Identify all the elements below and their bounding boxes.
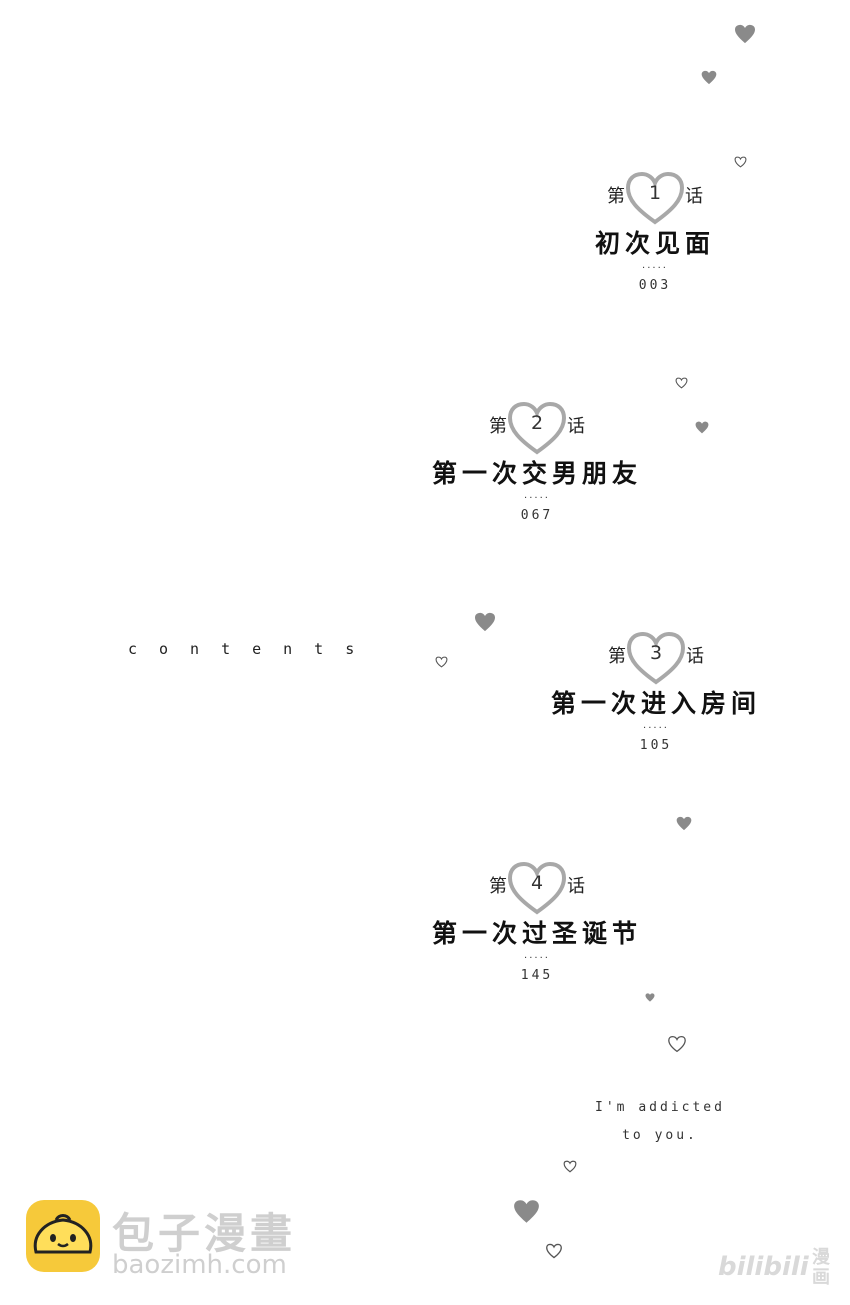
heart-outline-icon (734, 156, 747, 168)
tagline-line-1: I'm addicted (595, 1100, 725, 1115)
chapter-number: 2 (530, 412, 544, 434)
chapter-prefix: 第 (489, 876, 507, 897)
heart-icon (701, 70, 717, 85)
chapter-suffix: 话 (567, 876, 585, 897)
chapter-title: 第一次进入房间 (550, 689, 761, 718)
baozi-logo-icon (26, 1200, 100, 1272)
chapter-prefix: 第 (608, 646, 626, 667)
heart-icon (676, 816, 692, 831)
chapter-page-number: 145 (520, 968, 554, 983)
chapter-number: 4 (530, 872, 544, 894)
bilibili-manhua-label: 漫画 (812, 1247, 830, 1288)
chapter-entry-4[interactable]: 第 4 话 第一次过圣诞节 ····· 145 (387, 860, 687, 983)
chapter-heading: 第 3 话 (506, 630, 806, 686)
heart-icon (514, 1200, 539, 1223)
chapter-title: 第一次交男朋友 (431, 459, 642, 488)
chapter-heading: 第 2 话 (387, 400, 687, 456)
chapter-number: 1 (648, 182, 662, 204)
chapter-entry-3[interactable]: 第 3 话 第一次进入房间 ····· 105 (506, 630, 806, 753)
heart-outline-icon (435, 656, 448, 668)
chapter-dots: ····· (524, 493, 550, 504)
chapter-title: 初次见面 (594, 229, 715, 258)
watermark-site-name: 包子漫畫 (112, 1209, 297, 1258)
chapter-page-number: 003 (638, 278, 672, 293)
chapter-suffix: 话 (686, 646, 704, 667)
chapter-heading: 第 1 话 (505, 170, 805, 226)
chapter-title: 第一次过圣诞节 (431, 919, 642, 948)
chapter-suffix: 话 (567, 416, 585, 437)
chapter-dots: ····· (642, 263, 668, 274)
watermark-site-url: baozimh.com (112, 1250, 287, 1280)
bun-face-icon (33, 1214, 93, 1254)
chapter-prefix: 第 (607, 186, 625, 207)
heart-outline-icon (546, 1243, 562, 1259)
chapter-number: 3 (649, 642, 663, 664)
heart-outline-icon (675, 377, 688, 389)
contents-label: contents (128, 640, 377, 658)
chapter-page-number: 067 (520, 508, 554, 523)
chapter-dots: ····· (643, 723, 669, 734)
bilibili-logo: bilibili (718, 1252, 809, 1282)
chapter-entry-2[interactable]: 第 2 话 第一次交男朋友 ····· 067 (387, 400, 687, 523)
heart-icon (735, 24, 755, 44)
heart-outline-icon (563, 1160, 577, 1173)
heart-icon (475, 612, 495, 632)
chapter-heart-icon (507, 401, 567, 455)
chapter-heart-icon (507, 861, 567, 915)
chapter-heading: 第 4 话 (387, 860, 687, 916)
tagline-line-2: to you. (622, 1128, 698, 1143)
chapter-dots: ····· (524, 953, 550, 964)
chapter-entry-1[interactable]: 第 1 话 初次见面 ····· 003 (505, 170, 805, 293)
chapter-page-number: 105 (639, 738, 673, 753)
chapter-heart-icon (626, 631, 686, 685)
heart-icon (645, 993, 655, 1002)
chapter-suffix: 话 (685, 186, 703, 207)
tagline: I'm addicted to you. (560, 1094, 760, 1150)
heart-outline-icon (668, 1035, 686, 1053)
heart-icon (695, 421, 709, 434)
chapter-prefix: 第 (489, 416, 507, 437)
chapter-heart-icon (625, 171, 685, 225)
